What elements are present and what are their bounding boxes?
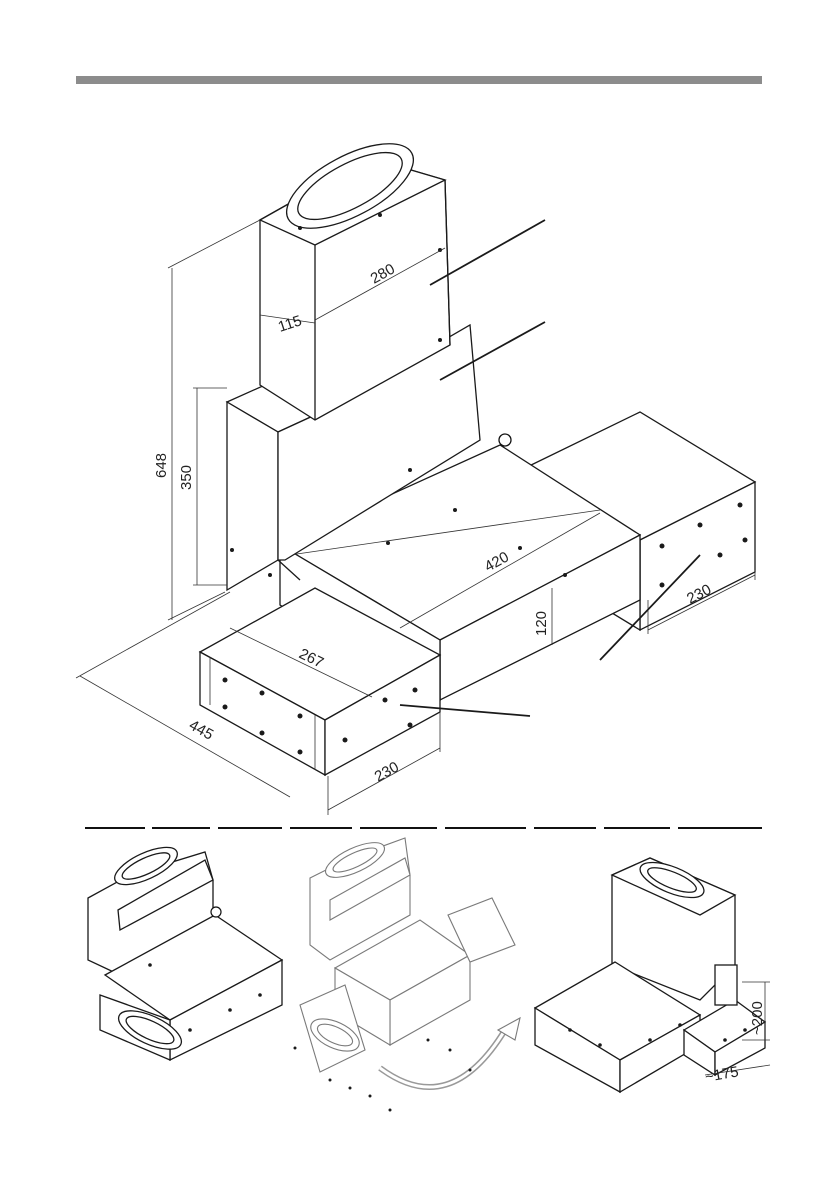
variant-view-right: ~200 ~175 (535, 855, 770, 1092)
variant-view-left (88, 840, 282, 1060)
dim-350: 350 (178, 465, 195, 490)
dim-648: 648 (153, 453, 170, 478)
dim-approx-200: ~200 (749, 1001, 766, 1035)
dim-120: 120 (533, 611, 550, 636)
variant-view-exploded (294, 836, 521, 1112)
dim-230-front: 230 (372, 758, 402, 785)
main-assembly: 280 115 648 350 420 120 230 267 445 230 (76, 127, 755, 815)
